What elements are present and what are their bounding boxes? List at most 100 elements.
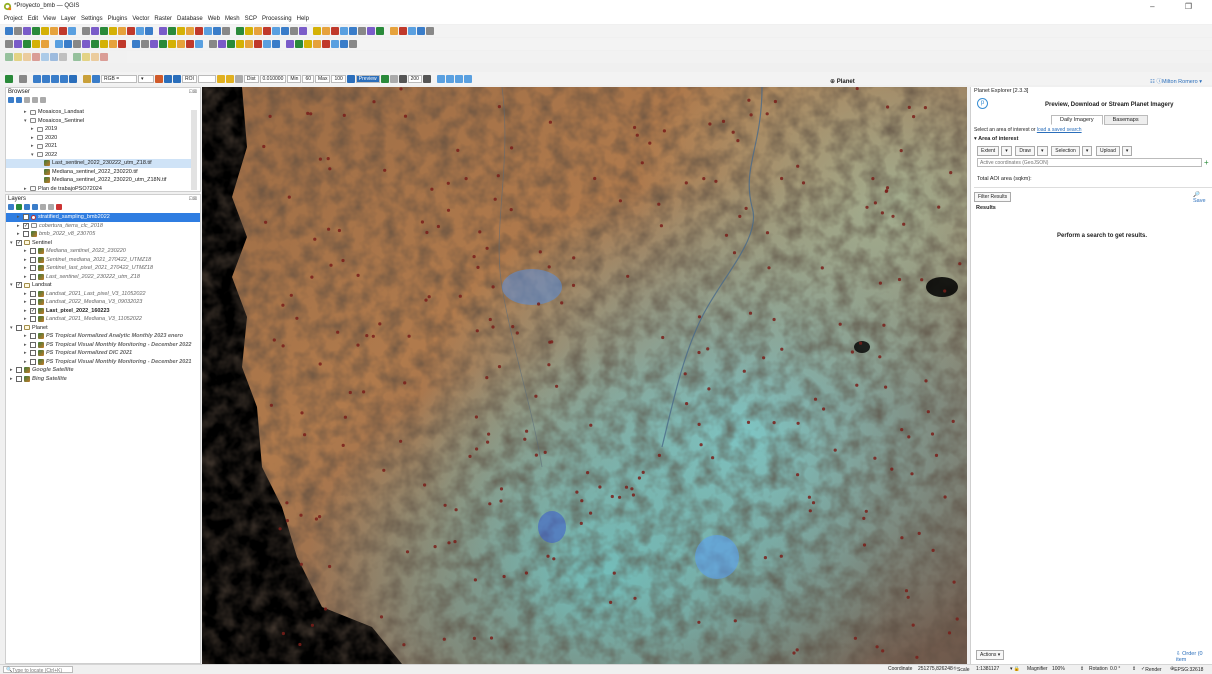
layer-item[interactable]: ▸Landsat_2021_Last_pixel_V3_11052022 — [6, 290, 200, 299]
tool-icon[interactable] — [313, 40, 321, 48]
tool-icon[interactable] — [322, 40, 330, 48]
tool-icon[interactable] — [32, 40, 40, 48]
min-input[interactable]: 60 — [302, 74, 314, 83]
layer-item[interactable]: ▸bmb_2022_v8_230705 — [6, 230, 200, 239]
tool-icon[interactable] — [23, 27, 31, 35]
tool-icon[interactable] — [32, 27, 40, 35]
tool-icon[interactable] — [263, 27, 271, 35]
band-set-icon[interactable] — [60, 74, 68, 83]
tool-icon[interactable] — [132, 40, 140, 48]
tool-icon[interactable] — [127, 27, 135, 35]
tool-icon[interactable] — [408, 27, 416, 35]
tool-icon[interactable] — [23, 40, 31, 48]
layer-visibility-checkbox[interactable] — [30, 256, 36, 263]
tool-icon[interactable] — [50, 53, 58, 61]
zoom-icon[interactable] — [92, 74, 100, 83]
layer-visibility-checkbox[interactable] — [16, 367, 22, 374]
menu-scp[interactable]: SCP — [244, 16, 257, 22]
scale-value[interactable]: 1:1381127 — [976, 666, 1000, 672]
layer-item[interactable]: ▾✓Landsat — [6, 281, 200, 290]
tool-icon[interactable] — [59, 53, 67, 61]
menu-edit[interactable]: Edit — [27, 16, 39, 22]
layer-item[interactable]: ▸PS Tropical Visual Monthly Monitoring -… — [6, 358, 200, 367]
menu-view[interactable]: View — [43, 16, 56, 22]
expand-arrow-icon[interactable]: ▸ — [24, 341, 27, 348]
tool-icon[interactable] — [118, 27, 126, 35]
tool-icon[interactable] — [41, 27, 49, 35]
layer-item[interactable]: ▸PS Tropical Normalized DIC 2021 — [6, 349, 200, 358]
layer-item[interactable]: ▸Landsat_2021_Mediana_V3_11052022 — [6, 315, 200, 324]
filter-icon[interactable] — [16, 97, 22, 103]
browser-item[interactable]: Last_sentinel_2022_230222_utm_Z18.tif — [6, 159, 194, 168]
layer-item[interactable]: ▸PS Tropical Visual Monthly Monitoring -… — [6, 341, 200, 350]
tool-icon[interactable] — [426, 27, 434, 35]
style-icon[interactable] — [8, 204, 14, 210]
expand-arrow-icon[interactable]: ▾ — [10, 282, 13, 288]
aoi-section-header[interactable]: ▾ Area of interest — [974, 136, 1019, 142]
expand-arrow-icon[interactable]: ▸ — [24, 273, 27, 280]
tool-icon[interactable] — [64, 40, 72, 48]
tool-icon[interactable] — [358, 27, 366, 35]
layer-item[interactable]: ▸Google Satellite — [6, 366, 200, 375]
tool-icon[interactable] — [295, 40, 303, 48]
roi-pointer-icon[interactable] — [216, 74, 225, 83]
tool-icon[interactable] — [82, 27, 90, 35]
remove-layer-icon[interactable] — [56, 204, 62, 210]
planet-grid-icon[interactable] — [445, 74, 454, 83]
tool-icon[interactable] — [376, 27, 384, 35]
preview-options-icon[interactable] — [389, 74, 398, 83]
tool-icon[interactable] — [331, 27, 339, 35]
map-canvas[interactable] — [202, 87, 967, 664]
upload-button[interactable]: Upload — [1096, 146, 1120, 156]
tool-icon[interactable] — [5, 27, 13, 35]
band-set-icon[interactable] — [51, 74, 59, 83]
tool-icon[interactable] — [14, 40, 22, 48]
tool-icon[interactable] — [73, 40, 81, 48]
layer-item[interactable]: ▸Mediana_sentinel_2022_230220 — [6, 247, 200, 256]
eye-icon[interactable] — [24, 204, 30, 210]
expand-arrow-icon[interactable]: ▸ — [17, 222, 20, 229]
rgb-dropdown[interactable]: ▾ — [138, 74, 154, 83]
layer-visibility-checkbox[interactable] — [30, 358, 36, 365]
window-controls[interactable]: – ❐ — [1150, 2, 1206, 11]
menu-mesh[interactable]: Mesh — [224, 16, 240, 22]
layer-visibility-checkbox[interactable] — [16, 375, 22, 382]
layer-visibility-checkbox[interactable] — [30, 290, 36, 297]
layer-visibility-checkbox[interactable] — [30, 350, 36, 357]
preview-redo-icon[interactable] — [380, 74, 389, 83]
tool-icon[interactable] — [222, 27, 230, 35]
expand-arrow-icon[interactable]: ▸ — [24, 248, 27, 254]
tool-icon[interactable] — [195, 40, 203, 48]
menu-raster[interactable]: Raster — [154, 16, 173, 22]
zoom-roi-icon[interactable] — [173, 74, 181, 83]
expand-arrow-icon[interactable]: ▸ — [24, 109, 27, 115]
expand-arrow-icon[interactable]: ▸ — [24, 350, 27, 356]
tool-icon[interactable] — [272, 27, 280, 35]
layer-item[interactable]: ▸Last_sentinel_2022_230222_utm_Z18 — [6, 273, 200, 282]
preview-button[interactable]: Preview — [355, 74, 380, 83]
max-input[interactable]: 100 — [331, 74, 346, 83]
tool-icon[interactable] — [349, 27, 357, 35]
expand-arrow-icon[interactable]: ▸ — [24, 265, 27, 271]
tool-icon[interactable] — [349, 40, 357, 48]
tool-icon[interactable] — [168, 40, 176, 48]
layer-item[interactable]: ▾✓Sentinel — [6, 239, 200, 248]
expand-arrow-icon[interactable]: ▾ — [10, 239, 13, 246]
filter-icon[interactable] — [32, 204, 38, 210]
rotation-value[interactable]: 0.0 ° — [1110, 666, 1121, 672]
rotation-stepper[interactable]: ⇕ — [1132, 666, 1137, 672]
lock-scale-icon[interactable]: ▾ 🔒 — [1010, 666, 1021, 672]
expand-arrow-icon[interactable]: ▸ — [24, 290, 27, 297]
tool-icon[interactable] — [272, 40, 280, 48]
browser-scrollbar[interactable] — [191, 110, 197, 190]
order-button[interactable]: ⇩ Order (0 item — [1176, 651, 1203, 663]
menu-plugins[interactable]: Plugins — [107, 16, 128, 22]
tool-icon[interactable] — [150, 40, 158, 48]
expand-arrow-icon[interactable]: ▾ — [10, 324, 13, 331]
layer-visibility-checkbox[interactable] — [30, 333, 36, 340]
tool-icon[interactable] — [390, 27, 398, 35]
extent-button[interactable]: Extent — [977, 146, 1000, 156]
tool-icon[interactable] — [145, 27, 153, 35]
tool-icon[interactable] — [331, 40, 339, 48]
tool-icon[interactable] — [109, 27, 117, 35]
